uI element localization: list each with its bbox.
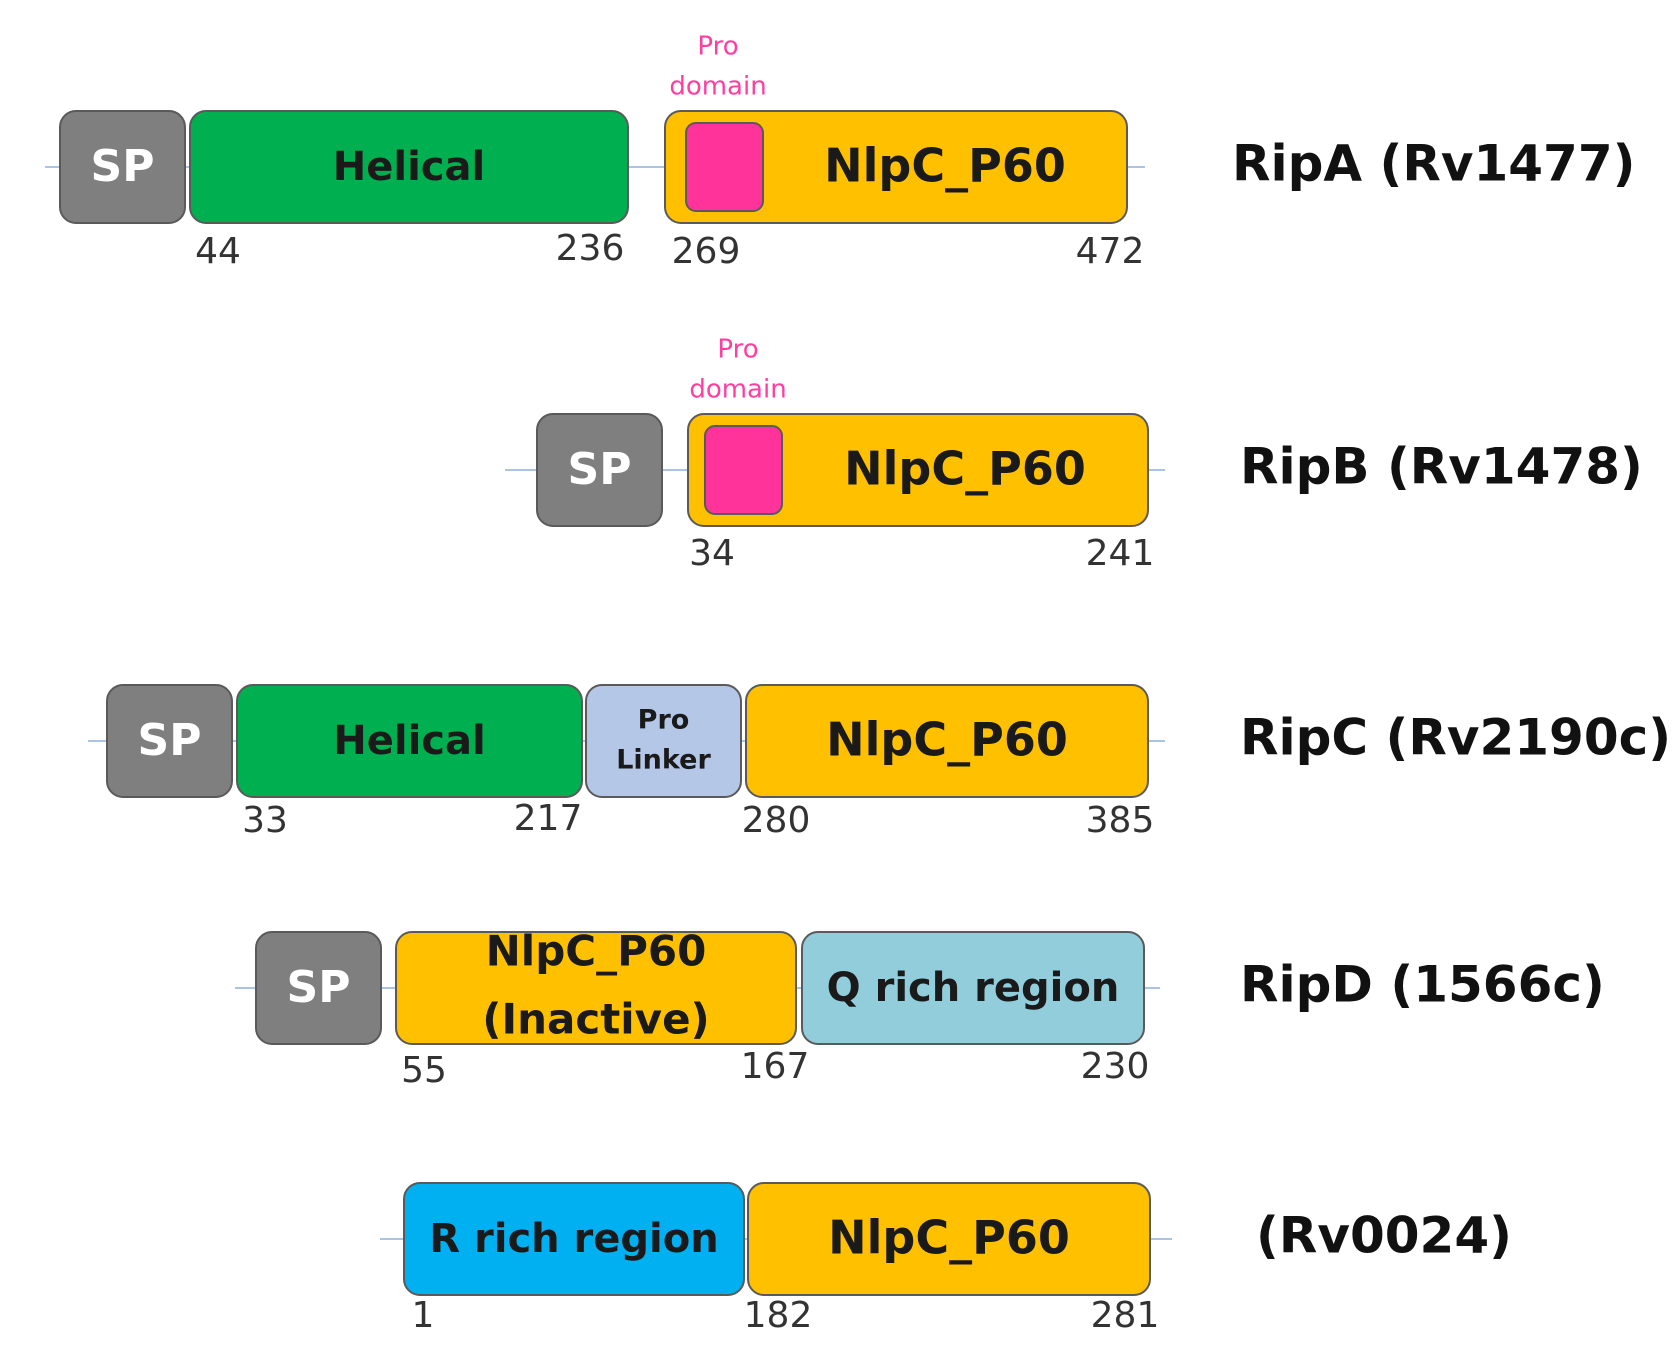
- residue-position: 34: [689, 533, 735, 574]
- domain-label: Q rich region: [827, 965, 1120, 1011]
- domain-label: NlpC_P60: [486, 927, 707, 976]
- domain-box: [236, 684, 583, 798]
- residue-position: 281: [1091, 1295, 1160, 1336]
- domain-box: [536, 413, 663, 527]
- residue-position: 472: [1076, 231, 1145, 272]
- domain-box: [664, 110, 1128, 224]
- domain-q-rich: Q rich region: [801, 931, 1145, 1045]
- domain-sp: SP: [59, 110, 186, 224]
- protein-name: RipD (1566c): [1240, 956, 1605, 1014]
- domain-box: [687, 413, 1149, 527]
- pro-domain-label: domain: [669, 72, 766, 102]
- domain-label: R rich region: [429, 1216, 718, 1262]
- domain-box: [106, 684, 233, 798]
- protein-name: RipA (Rv1477): [1232, 135, 1636, 193]
- residue-position: 280: [742, 800, 811, 841]
- pro-domain-label: domain: [689, 375, 786, 405]
- domain-label: SP: [568, 444, 632, 495]
- residue-position: 269: [672, 231, 741, 272]
- pro-domain-box: [685, 122, 764, 212]
- domain-label: SP: [91, 141, 155, 192]
- residue-position: 217: [514, 798, 583, 839]
- pro-domain-box: [704, 425, 783, 515]
- residue-position: 33: [242, 800, 288, 841]
- protein-name: (Rv0024): [1256, 1207, 1512, 1265]
- pro-domain-label: Pro: [697, 32, 738, 62]
- protein-row: R rich region NlpC_P60 1 182 281 (Rv0024): [380, 1182, 1512, 1336]
- domain-helical: Helical: [236, 684, 583, 798]
- domain-sp: SP: [536, 413, 663, 527]
- domain-label: Linker: [616, 745, 711, 776]
- domain-nlpc: NlpC_P60: [747, 1182, 1151, 1296]
- domain-sp: SP: [106, 684, 233, 798]
- domain-sp: SP: [255, 931, 382, 1045]
- residue-position: 236: [556, 228, 625, 269]
- domain-nlpc: NlpC_P60: [745, 684, 1149, 798]
- domain-box: [189, 110, 629, 224]
- domain-label: NlpC_P60: [828, 1211, 1070, 1265]
- domain-box: [59, 110, 186, 224]
- domain-label: (Inactive): [482, 995, 710, 1044]
- domain-label: SP: [138, 715, 202, 766]
- domain-box: [403, 1182, 745, 1296]
- domain-label: NlpC_P60: [824, 139, 1066, 193]
- domain-label: NlpC_P60: [826, 713, 1068, 767]
- domain-label: SP: [287, 962, 351, 1013]
- residue-position: 182: [744, 1295, 813, 1336]
- residue-position: 241: [1086, 533, 1155, 574]
- protein-row: SP NlpC_P60 (Inactive) Q rich region 55 167 23…: [235, 927, 1605, 1091]
- domain-box: [255, 931, 382, 1045]
- domain-box: [745, 684, 1149, 798]
- residue-position: 55: [401, 1050, 447, 1091]
- domain-label: Helical: [333, 144, 485, 190]
- domain-label: NlpC_P60: [844, 442, 1086, 496]
- protein-name: RipC (Rv2190c): [1240, 709, 1671, 767]
- residue-position: 1: [412, 1295, 435, 1336]
- domain-box: [747, 1182, 1151, 1296]
- domain-box: [801, 931, 1145, 1045]
- domain-helical: Helical: [189, 110, 629, 224]
- domain-r-rich: R rich region: [403, 1182, 745, 1296]
- residue-position: 167: [741, 1046, 810, 1087]
- domain-label: Pro: [638, 705, 690, 736]
- domain-nlpc: NlpC_P60 (Inactive): [395, 927, 797, 1045]
- domain-label: Helical: [333, 718, 485, 764]
- residue-position: 230: [1081, 1046, 1150, 1087]
- residue-position: 385: [1086, 800, 1155, 841]
- protein-name: RipB (Rv1478): [1240, 438, 1643, 496]
- domain-box: [395, 931, 797, 1045]
- domain-box: [585, 684, 742, 798]
- residue-position: 44: [195, 231, 241, 272]
- pro-domain-label: Pro: [717, 335, 758, 365]
